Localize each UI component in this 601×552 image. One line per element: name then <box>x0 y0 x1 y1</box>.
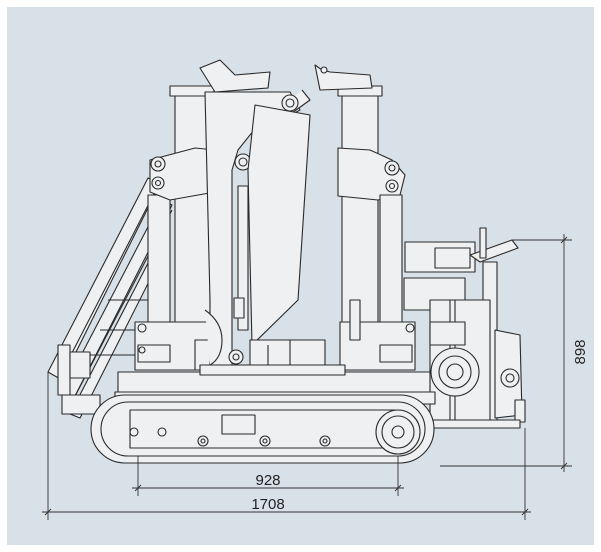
dimension-overall-length <box>42 372 531 520</box>
dimension-overall-height <box>440 234 572 472</box>
track-length-label: 928 <box>255 472 280 489</box>
left-outrigger <box>134 59 271 371</box>
crawler-track <box>90 394 435 464</box>
right-outrigger <box>314 64 416 371</box>
overall-height-label: 898 <box>572 339 589 364</box>
overall-length-label: 1708 <box>251 496 284 513</box>
dimension-track-length <box>132 456 404 496</box>
crane-mast <box>204 89 326 381</box>
